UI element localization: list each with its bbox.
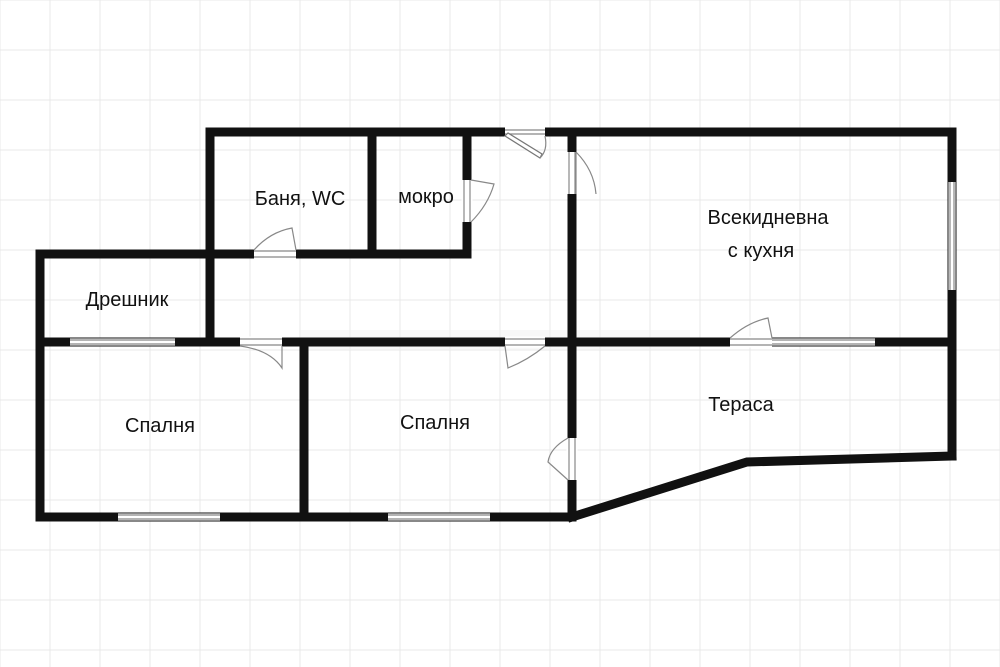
doors — [239, 126, 773, 481]
door-bedroom-left — [239, 336, 283, 370]
window-terrace-door — [772, 338, 875, 346]
door-bathroom — [253, 227, 297, 260]
door-bedroom-mid — [504, 336, 546, 369]
window-bedroom-left — [118, 513, 220, 521]
door-terrace — [729, 317, 773, 348]
window-bedroom-mid — [388, 513, 490, 521]
windows — [70, 182, 956, 521]
label-wet-room: мокро — [398, 186, 454, 208]
room-labels: Баня, WC мокро Всекидневна с кухня Дрешн… — [86, 186, 830, 437]
label-bedroom-mid: Спалня — [400, 412, 470, 434]
label-living-line2: с кухня — [728, 240, 794, 262]
door-entrance — [504, 126, 547, 159]
door-wet-room — [461, 179, 495, 223]
door-living — [566, 151, 597, 195]
label-bathroom: Баня, WC — [255, 188, 346, 210]
door-bedroom-terrace — [547, 437, 578, 481]
label-terrace: Тераса — [708, 394, 774, 416]
window-wardrobe — [70, 338, 175, 346]
window-living-right — [948, 182, 956, 290]
walls — [35, 127, 957, 523]
label-bedroom-left: Спалня — [125, 415, 195, 437]
label-living-line1: Всекидневна — [707, 207, 829, 229]
label-wardrobe: Дрешник — [86, 289, 169, 311]
wall-terrace-bottom — [566, 451, 957, 523]
